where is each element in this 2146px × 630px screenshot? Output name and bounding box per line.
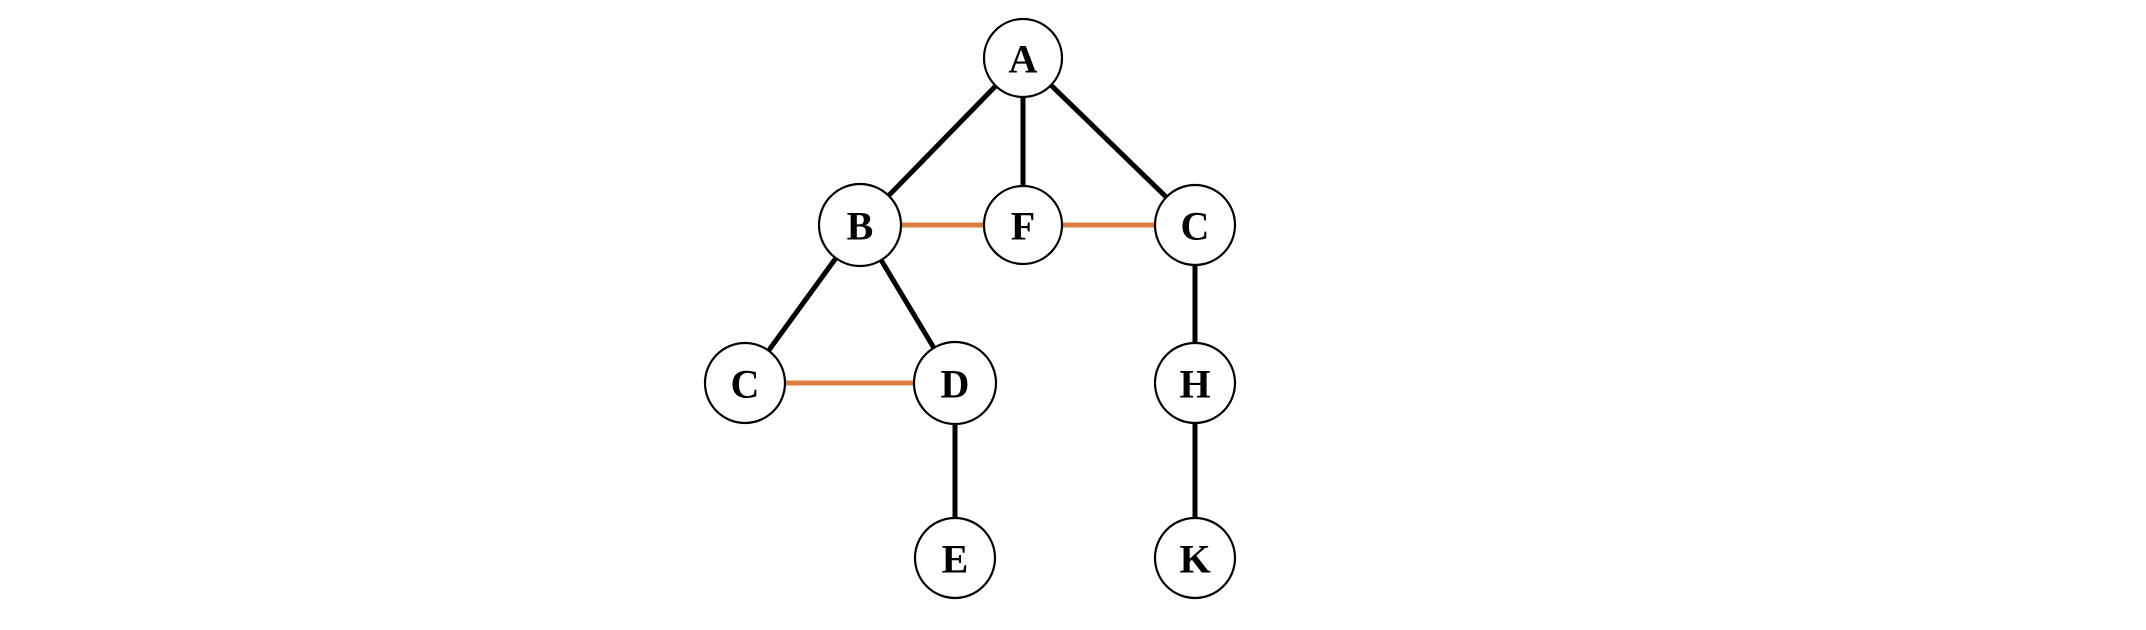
node-circle-n9[interactable] bbox=[1153, 516, 1237, 600]
node-label-n8: E bbox=[942, 537, 969, 582]
node-circle-n5[interactable] bbox=[703, 341, 787, 425]
node-label-n5: C bbox=[731, 362, 760, 407]
edge-b-d bbox=[878, 258, 937, 350]
node-n8[interactable]: E bbox=[913, 516, 997, 600]
node-n5[interactable]: C bbox=[703, 341, 787, 425]
node-label-n6: D bbox=[941, 362, 970, 407]
edge-b-c bbox=[766, 256, 838, 353]
edge-layer bbox=[766, 83, 1198, 518]
node-n3[interactable]: F bbox=[982, 184, 1064, 266]
node-label-n4: C bbox=[1181, 204, 1210, 249]
node-circle-n2[interactable] bbox=[817, 182, 903, 268]
node-label-n9: K bbox=[1179, 537, 1210, 582]
node-circle-n3[interactable] bbox=[982, 184, 1064, 266]
edge-a-b bbox=[886, 84, 998, 198]
node-n6[interactable]: D bbox=[912, 340, 998, 426]
node-layer: A B F C C D H E K bbox=[703, 17, 1237, 600]
node-n7[interactable]: H bbox=[1153, 341, 1237, 425]
node-circle-n7[interactable] bbox=[1153, 341, 1237, 425]
node-n9[interactable]: K bbox=[1153, 516, 1237, 600]
node-label-n7: H bbox=[1179, 362, 1210, 407]
node-circle-n1[interactable] bbox=[982, 17, 1064, 99]
node-circle-n4[interactable] bbox=[1153, 183, 1237, 267]
node-n4[interactable]: C bbox=[1153, 183, 1237, 267]
node-n1[interactable]: A bbox=[982, 17, 1064, 99]
node-circle-n8[interactable] bbox=[913, 516, 997, 600]
node-n2[interactable]: B bbox=[817, 182, 903, 268]
edge-a-c bbox=[1049, 83, 1169, 199]
node-label-n2: B bbox=[847, 204, 874, 249]
node-label-n1: A bbox=[1009, 37, 1038, 82]
node-label-n3: F bbox=[1011, 204, 1035, 249]
node-circle-n6[interactable] bbox=[912, 340, 998, 426]
